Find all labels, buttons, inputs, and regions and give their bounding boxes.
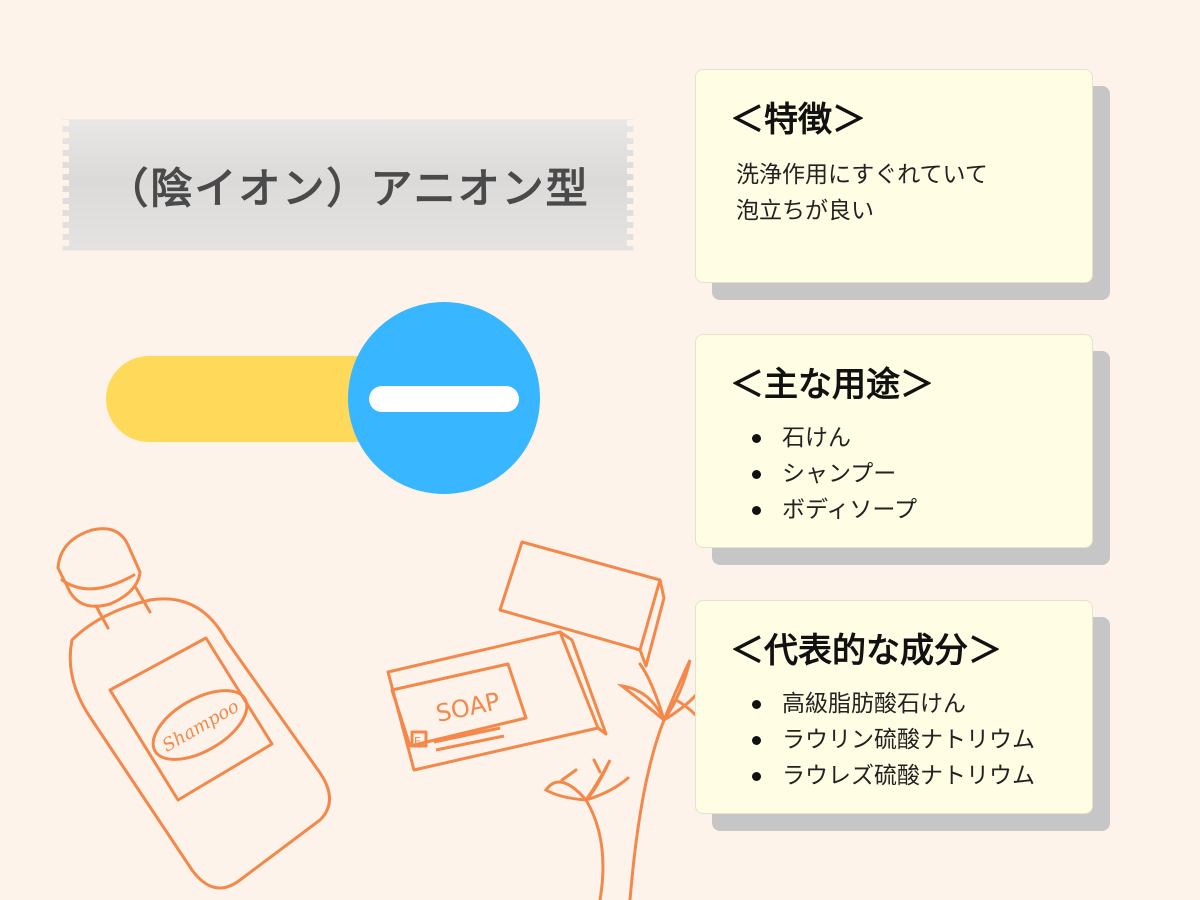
- title-banner: （陰イオン）アニオン型: [59, 120, 637, 250]
- soap-bars-icon: [386, 540, 666, 772]
- list-item: シャンプー: [730, 456, 1058, 492]
- list-item: ボディソープ: [730, 492, 1058, 528]
- page-title: （陰イオン）アニオン型: [106, 163, 590, 213]
- features-line: 洗浄作用にすぐれていて: [736, 162, 988, 188]
- uses-heading: ＜主な用途＞: [730, 365, 934, 405]
- uses-list: 石けん シャンプー ボディソープ: [730, 420, 1058, 528]
- minus-icon: [369, 386, 519, 412]
- flower-icon: [543, 659, 708, 900]
- features-line: 泡立ちが良い: [736, 198, 874, 224]
- ingredients-list: 高級脂肪酸石けん ラウリン硫酸ナトリウム ラウレズ硫酸ナトリウム: [730, 686, 1058, 794]
- list-item: 高級脂肪酸石けん: [730, 686, 1058, 722]
- shampoo-bottle-icon: [56, 527, 331, 890]
- soap-small-label: E: [414, 735, 421, 748]
- uses-card: ＜主な用途＞ 石けん シャンプー ボディソープ: [695, 334, 1093, 548]
- features-heading: ＜特徴＞: [730, 100, 866, 140]
- features-card: ＜特徴＞ 洗浄作用にすぐれていて 泡立ちが良い: [695, 69, 1093, 283]
- ingredients-card: ＜代表的な成分＞ 高級脂肪酸石けん ラウリン硫酸ナトリウム ラウレズ硫酸ナトリウ…: [695, 600, 1093, 814]
- soap-label-text: SOAP: [433, 687, 502, 728]
- list-item: ラウレズ硫酸ナトリウム: [730, 758, 1058, 794]
- bottle-label-text: Shampoo: [159, 696, 243, 757]
- list-item: ラウリン硫酸ナトリウム: [730, 722, 1058, 758]
- features-text: 洗浄作用にすぐれていて 泡立ちが良い: [736, 157, 1058, 229]
- ingredients-heading: ＜代表的な成分＞: [730, 631, 1002, 671]
- list-item: 石けん: [730, 420, 1058, 456]
